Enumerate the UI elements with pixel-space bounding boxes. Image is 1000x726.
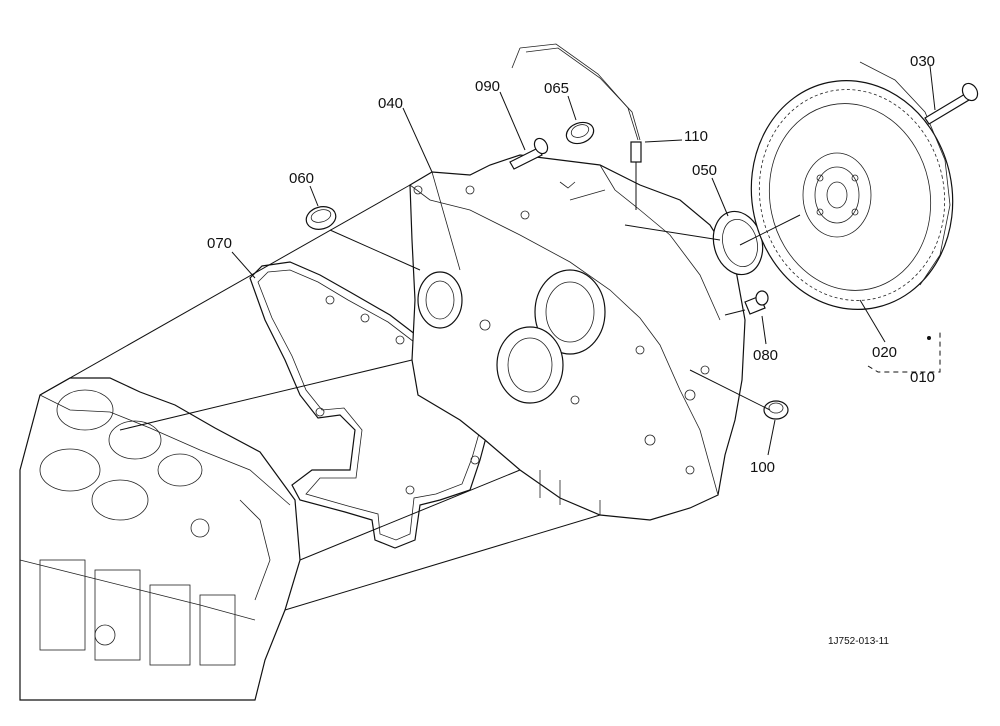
label-020: 020: [872, 344, 897, 361]
label-065: 065: [544, 80, 569, 97]
flywheel-020: [750, 61, 954, 310]
label-080: 080: [753, 347, 778, 364]
pipe-110: [511, 43, 642, 163]
oil-seal-050: [712, 210, 764, 276]
callout-labels: 030 090 065 040 110 050 060 070 080 020 …: [207, 53, 935, 647]
label-050: 050: [692, 162, 717, 179]
label-030: 030: [910, 53, 935, 70]
bolt-090: [509, 137, 549, 170]
engine-block: [19, 377, 301, 701]
leader-lines: [39, 65, 941, 611]
drawing-code: 1J752-013-11: [828, 636, 889, 647]
label-090: 090: [475, 78, 500, 95]
plug-060: [305, 206, 337, 230]
label-010: 010: [910, 369, 935, 386]
plug-100: [763, 400, 789, 420]
bolt-030: [924, 82, 979, 125]
gear-case-040: [409, 154, 746, 521]
label-040: 040: [378, 95, 403, 112]
label-070: 070: [207, 235, 232, 252]
label-100: 100: [750, 459, 775, 476]
label-110: 110: [684, 128, 708, 145]
plug-065: [565, 121, 595, 145]
label-060: 060: [289, 170, 314, 187]
bolt-080: [744, 290, 769, 315]
